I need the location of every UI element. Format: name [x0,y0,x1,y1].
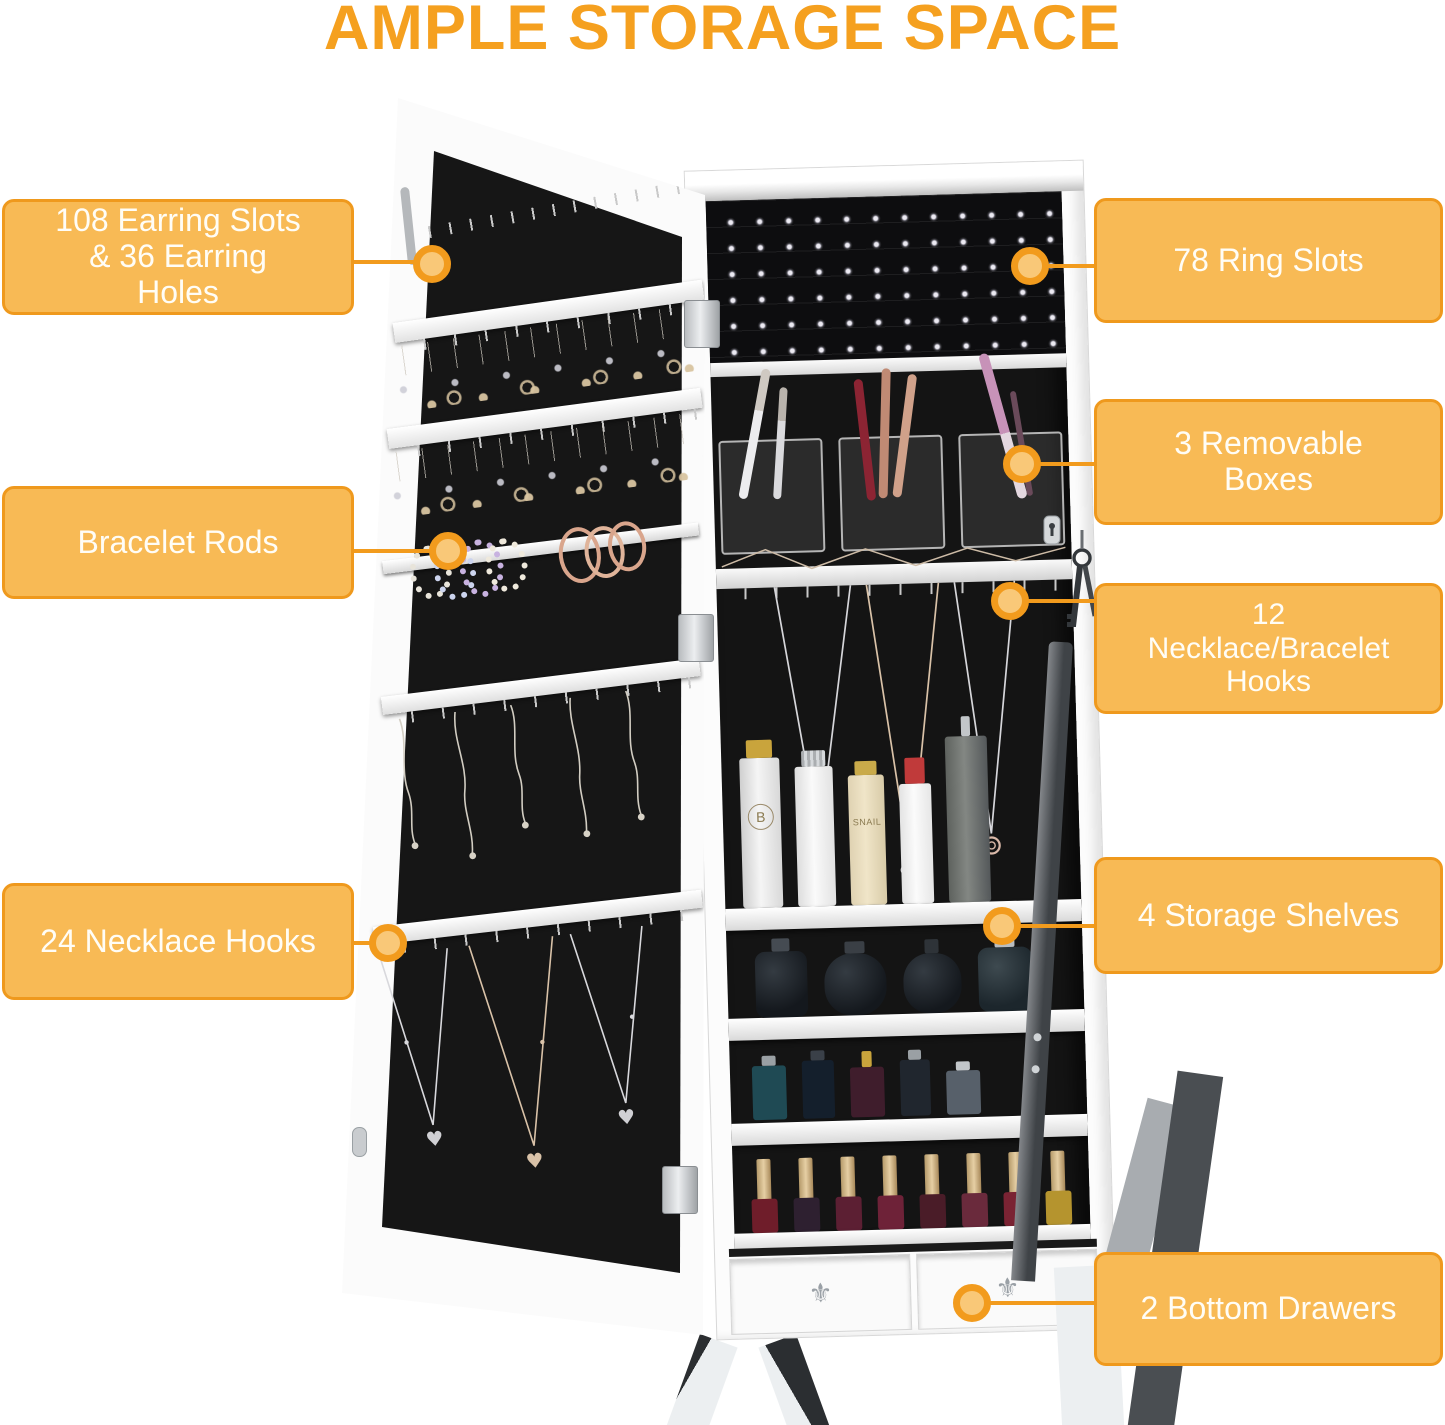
callout-removable-boxes: 3 Removable Boxes [1094,399,1443,525]
callout-label: Bracelet Rods [77,523,279,560]
perfume-bottle [945,1061,982,1115]
cabinet-interior: B SNAIL [705,191,1091,1251]
leader-line [1030,264,1096,268]
svg-text:♥: ♥ [424,1126,445,1152]
skincare-bottle-row: B SNAIL [727,716,1076,909]
callout-dot [429,532,467,570]
bottom-drawers: ⚜ ⚜ [729,1248,1100,1335]
perfume-bottle [754,938,809,1019]
callout-earring-slots: 108 Earring Slots & 36 Earring Holes [2,199,354,315]
callout-necklace-hooks: 24 Necklace Hooks [2,883,354,1000]
callout-label: 12 Necklace/Bracelet Hooks [1147,598,1390,699]
callout-label: 24 Necklace Hooks [40,922,316,959]
removable-box [718,438,826,555]
callout-dot [991,582,1029,620]
bottle-cap [924,939,939,954]
leader-line [1010,599,1096,603]
lock-and-keys-icon [1043,515,1100,627]
bottle-cap [904,757,925,784]
callout-bottom-drawers: 2 Bottom Drawers [1094,1252,1443,1366]
callout-dot [369,924,407,962]
bottle-cap [854,760,877,776]
bottle-cap [771,938,790,952]
callout-ring-slots: 78 Ring Slots [1094,198,1443,323]
jewelry-cabinet-body: B SNAIL [683,159,1117,1341]
ring-slot-panel [705,191,1066,364]
drawer-handle-icon: ⚜ [808,1277,834,1309]
bottle-cap [800,750,826,767]
drawer: ⚜ [729,1253,913,1335]
hinge [684,300,720,348]
jewelry-cabinet-left-door: ♥ ♥ ♥ [342,98,705,1335]
magnetic-catch [352,1127,367,1157]
bottle-cap [810,1050,825,1061]
callout-label: 4 Storage Shelves [1137,896,1400,933]
bottle-cap [955,1061,970,1071]
perfume-bottle [977,933,1034,1012]
bottle-cap [861,1050,872,1068]
bottle-cap [907,1049,922,1060]
leader-line [1002,924,1096,928]
skincare-bottle [794,750,837,907]
svg-text:♥: ♥ [616,1104,637,1130]
stand-leg [658,1334,738,1425]
hanging-necklaces: ♥ ♥ ♥ [378,925,643,1174]
skincare-bottle [944,716,992,903]
callout-label: 3 Removable Boxes [1174,425,1363,497]
bottle-cap [761,1055,776,1066]
leader-line [350,260,432,264]
stand-leg [758,1334,838,1425]
bottle-cap [745,739,773,759]
perfume-bottle [902,939,963,1014]
perfume-bottle [823,941,888,1017]
callout-label: 2 Bottom Drawers [1140,1290,1397,1327]
callout-dot [983,907,1021,945]
callout-dot [1003,445,1041,483]
skincare-bottle: B [739,739,784,909]
leader-line [350,549,448,553]
svg-text:♥: ♥ [524,1148,545,1174]
skincare-bottle [898,757,935,904]
perfume-bottle [801,1050,836,1119]
bottle-cap [844,941,865,954]
leader-line [972,1301,1096,1305]
bottle-label: B [747,803,775,831]
callout-label: 108 Earring Slots & 36 Earring Holes [55,202,301,310]
page-title: AMPLE STORAGE SPACE [323,0,1122,63]
bottle-pump [960,716,971,737]
callout-necklace-bracelet-hooks: 12 Necklace/Bracelet Hooks [1094,583,1443,714]
callout-label: 78 Ring Slots [1173,241,1364,278]
hinge [662,1166,698,1214]
callout-dot [1011,247,1049,285]
callout-dot [413,245,451,283]
perfume-bottle [751,1055,788,1121]
leader-line [1022,462,1096,466]
perfume-bottle [849,1050,886,1118]
bottle-label: SNAIL [852,816,882,828]
skincare-bottle: SNAIL [847,760,888,906]
callout-storage-shelves: 4 Storage Shelves [1094,857,1443,974]
hanging-chains [398,690,645,860]
callout-bracelet-rods: Bracelet Rods [2,486,354,599]
hinge [678,614,714,662]
perfume-bottle [899,1049,932,1117]
callout-dot [953,1284,991,1322]
